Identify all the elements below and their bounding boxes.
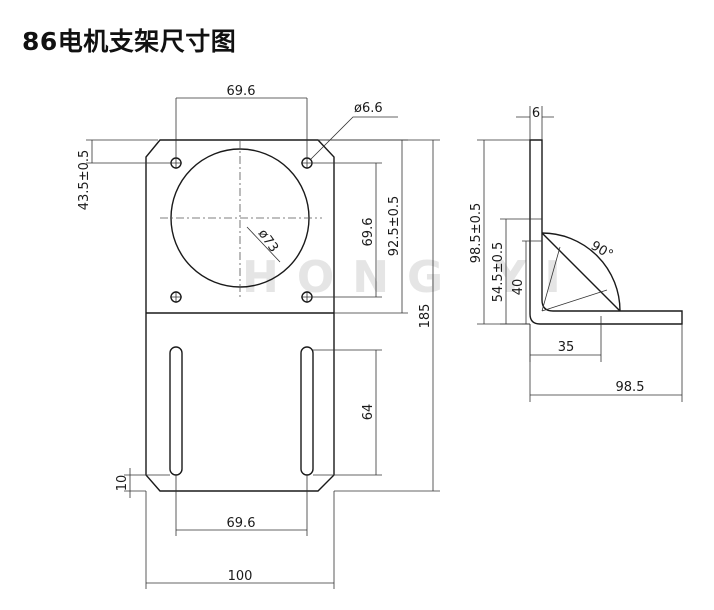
- left-slot: [169, 346, 183, 476]
- front-plate-outline: [145, 139, 335, 492]
- gusset-length-label: 35: [558, 340, 575, 355]
- base-length-label: 98.5: [616, 380, 645, 395]
- hole-from-top-label: 43.5±0.5: [77, 150, 92, 211]
- angle-label: 90°: [588, 238, 615, 263]
- drawing-title: 86电机支架尺寸图: [22, 27, 237, 56]
- mount-holes: [170, 157, 313, 303]
- right-slot: [300, 346, 314, 476]
- hole-vertical-spacing-label: 69.6: [361, 218, 376, 247]
- gusset-arc: [541, 232, 621, 312]
- bore-diameter-leader: [246, 226, 281, 263]
- gusset-height-label: 40: [511, 279, 526, 296]
- thickness-label: 6: [532, 106, 540, 121]
- center-height-label: 92.5±0.5: [387, 196, 402, 257]
- slot-spacing-label: 69.6: [227, 516, 256, 531]
- hole-diameter-label: ø6.6: [354, 101, 383, 116]
- side-profile-outline: [529, 139, 683, 325]
- gusset-diagonal: [541, 232, 621, 312]
- side-view: 6 98.5±0.5 54.5±0.5 40 90° 35 98.5: [469, 106, 683, 402]
- inner-height-label: 54.5±0.5: [491, 242, 506, 303]
- front-view: 69.6 ø6.6 43.5±0.5 69.6 92.5±0.5 185 ø73…: [77, 84, 440, 589]
- watermark: HONG YI: [242, 252, 579, 303]
- slot-from-bottom-label: 10: [115, 475, 130, 492]
- slot-length-label: 64: [361, 404, 376, 421]
- overall-width-label: 100: [228, 569, 253, 584]
- total-height-label: 98.5±0.5: [469, 203, 484, 264]
- top-hole-spacing-label: 69.6: [227, 84, 256, 99]
- overall-height-label: 185: [418, 304, 433, 329]
